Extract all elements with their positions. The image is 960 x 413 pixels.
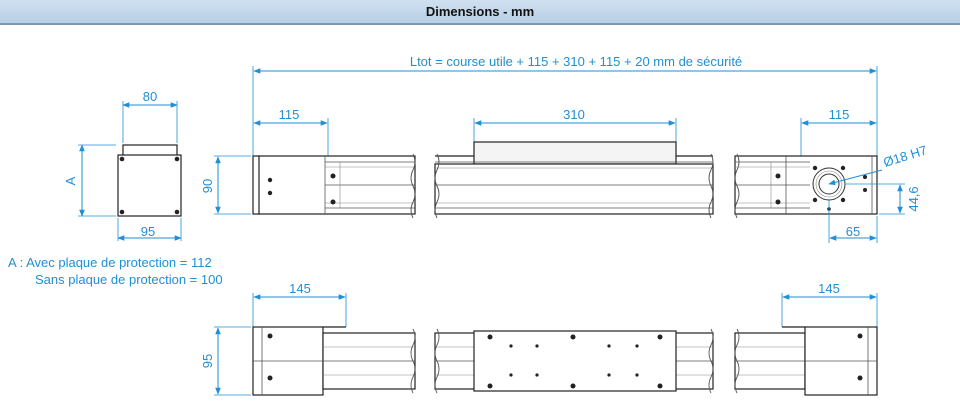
dim-65-label: 65 (846, 224, 860, 239)
screw (330, 199, 336, 205)
screw (267, 190, 273, 196)
end-view-bolt-tr (174, 156, 180, 162)
dim-95-end-label: 95 (141, 224, 155, 239)
top-view: Ltot = course utile + 115 + 310 + 115 + … (200, 54, 929, 243)
end-view-body (117, 154, 182, 217)
break-line (734, 328, 740, 394)
note-line-2: Sans plaque de protection = 100 (35, 272, 223, 287)
break-line (434, 328, 440, 394)
dim-44-6-label: 44,6 (906, 186, 921, 211)
bore-hole (818, 173, 840, 195)
dim-95-side-label: 95 (200, 354, 215, 368)
motor-flange (812, 165, 867, 211)
screw (570, 383, 576, 389)
bore-label: Ø18 H7 (881, 142, 928, 169)
dim-145-right-label: 145 (818, 281, 840, 296)
screw (857, 333, 863, 339)
dim-ltot-label: Ltot = course utile + 115 + 310 + 115 + … (410, 54, 742, 69)
screw (570, 334, 576, 340)
side-view: 145 145 (200, 281, 878, 396)
dim-145-left-label: 145 (289, 281, 311, 296)
end-view: 80 A 95 (63, 89, 182, 241)
end-view-bolt-tl (119, 156, 125, 162)
screw (657, 334, 663, 340)
bore-leader (828, 169, 883, 186)
break-line (734, 153, 740, 219)
dim-115-right-label: 115 (829, 107, 850, 122)
screw (857, 375, 863, 381)
screw (775, 199, 781, 205)
end-view-bolt-bl (119, 209, 125, 215)
profile-left-segment (252, 155, 416, 215)
note-line-1: A : Avec plaque de protection = 112 (8, 255, 212, 270)
dim-80-label: 80 (143, 89, 157, 104)
break-line (708, 153, 714, 219)
screw (267, 177, 273, 183)
screw (330, 173, 336, 179)
dim-115-left-label: 115 (279, 107, 300, 122)
break-line (410, 328, 416, 394)
section-header: Dimensions - mm (0, 0, 960, 25)
dim-310-label: 310 (563, 107, 585, 122)
end-view-bolt-br (174, 209, 180, 215)
screw (267, 375, 273, 381)
screw (267, 333, 273, 339)
screw (487, 383, 493, 389)
screw (487, 334, 493, 340)
profile-middle-segment (434, 155, 714, 215)
break-line (708, 328, 714, 394)
header-title: Dimensions - mm (425, 4, 535, 19)
dim-90-label: 90 (200, 179, 215, 193)
screw (657, 383, 663, 389)
carriage (473, 141, 677, 165)
break-line (410, 153, 416, 219)
screw (775, 173, 781, 179)
side-carriage-plate (473, 330, 677, 392)
dim-a-label: A (63, 176, 78, 185)
break-line (434, 153, 440, 219)
profile-right-segment (734, 155, 878, 215)
